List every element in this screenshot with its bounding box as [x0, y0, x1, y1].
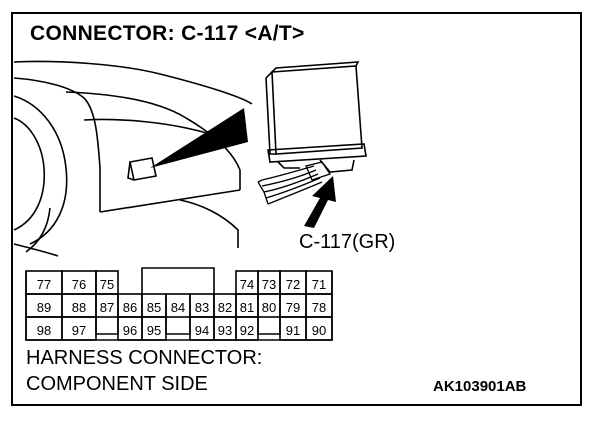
pin-98-label: 98: [37, 323, 51, 338]
pin-77-label: 77: [37, 277, 51, 292]
pin-71-label: 71: [312, 277, 326, 292]
pin-89-label: 89: [37, 300, 51, 315]
component-side-label: COMPONENT SIDE: [26, 373, 208, 395]
connector-key: [141, 267, 215, 294]
figure-code: AK103901AB: [433, 378, 527, 395]
pin-91-label: 91: [286, 323, 300, 338]
pin-80-label: 80: [262, 300, 276, 315]
pin-94-label: 94: [195, 323, 209, 338]
connector-arrow: [304, 176, 336, 228]
wiring-harness: [257, 161, 332, 205]
pin-75-label: 75: [100, 277, 114, 292]
pin-73-label: 73: [262, 277, 276, 292]
dashboard-outline: [13, 60, 253, 257]
empty-slot: [95, 317, 119, 335]
connector-outline: [25, 271, 333, 341]
pin-90-label: 90: [312, 323, 326, 338]
pin-88-label: 88: [72, 300, 86, 315]
pin-76-label: 76: [72, 277, 86, 292]
pin-95-label: 95: [147, 323, 161, 338]
pin-grid: [25, 267, 333, 341]
pin-93-label: 93: [218, 323, 232, 338]
pin-96-label: 96: [123, 323, 137, 338]
pin-72-label: 72: [286, 277, 300, 292]
connector-callout: C-117(GR): [299, 231, 396, 253]
pin-97-label: 97: [72, 323, 86, 338]
pin-82-label: 82: [218, 300, 232, 315]
pin-84-label: 84: [171, 300, 185, 315]
pin-85-label: 85: [147, 300, 161, 315]
empty-slot: [165, 317, 191, 335]
pin-86-label: 86: [123, 300, 137, 315]
pin-74-label: 74: [240, 277, 254, 292]
harness-connector-label: HARNESS CONNECTOR:: [26, 347, 263, 369]
pin-79-label: 79: [286, 300, 300, 315]
empty-slot: [257, 317, 281, 335]
pointer-wedge: [150, 108, 248, 168]
pin-78-label: 78: [312, 300, 326, 315]
pin-92-label: 92: [240, 323, 254, 338]
connector-title: CONNECTOR: C-117 <A/T>: [30, 22, 305, 45]
pin-83-label: 83: [195, 300, 209, 315]
pin-81-label: 81: [240, 300, 254, 315]
pin-87-label: 87: [100, 300, 114, 315]
